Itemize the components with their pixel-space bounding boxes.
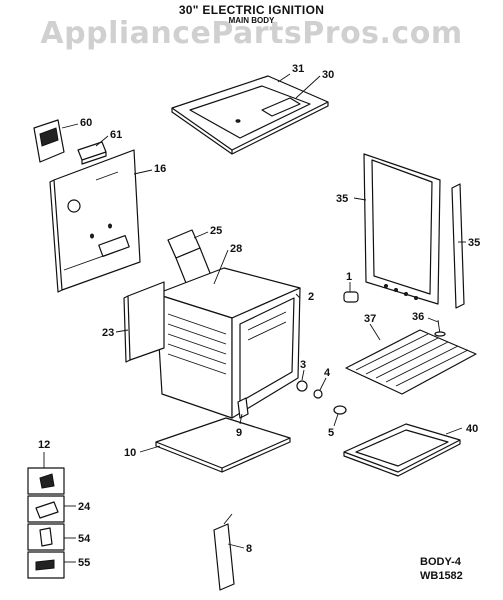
- part-24-box[interactable]: [27, 495, 65, 523]
- part-55-box[interactable]: [27, 551, 65, 579]
- part-35-door[interactable]: [363, 153, 441, 305]
- label-24: 24: [78, 501, 91, 513]
- part-9-clip[interactable]: [237, 397, 249, 419]
- label-28: 28: [230, 243, 242, 255]
- part-8-leveler[interactable]: [213, 513, 235, 591]
- part-2-oven-body[interactable]: [155, 267, 301, 419]
- part-54-box[interactable]: [27, 523, 65, 551]
- label-10: 10: [124, 447, 136, 459]
- part-1-knob[interactable]: [343, 291, 359, 303]
- part-61-block[interactable]: [77, 141, 107, 165]
- label-9: 9: [236, 427, 242, 439]
- part-40-broiler-pan[interactable]: [343, 423, 461, 477]
- label-54: 54: [78, 533, 91, 545]
- part-4-nut[interactable]: [313, 389, 323, 399]
- part-23-side-panel[interactable]: [123, 281, 165, 363]
- part-60-cover[interactable]: [33, 119, 65, 163]
- label-16: 16: [154, 163, 166, 175]
- label-1: 1: [346, 271, 352, 283]
- label-36: 36: [412, 311, 424, 323]
- part-16-back-panel[interactable]: [49, 149, 141, 293]
- leader-lines: [43, 73, 466, 563]
- label-23: 23: [102, 327, 114, 339]
- label-4: 4: [324, 367, 331, 379]
- label-37: 37: [364, 313, 376, 325]
- label-40: 40: [466, 423, 478, 435]
- part-31-cooktop[interactable]: [171, 75, 329, 155]
- label-55: 55: [78, 557, 90, 569]
- label-35b: 35: [468, 237, 480, 249]
- part-30-burner-plate[interactable]: [261, 97, 301, 117]
- part-12-box[interactable]: [27, 467, 65, 495]
- part-3-bushing[interactable]: [296, 380, 308, 392]
- diagram-reference: WB1582: [420, 570, 463, 582]
- label-61: 61: [110, 129, 122, 141]
- part-25-vent-duct[interactable]: [167, 229, 213, 289]
- label-8: 8: [246, 543, 252, 555]
- part-5-knob[interactable]: [333, 405, 347, 415]
- diagram-title: 30" ELECTRIC IGNITION: [178, 3, 325, 17]
- label-35a: 35: [336, 193, 348, 205]
- part-10-base[interactable]: [155, 417, 291, 473]
- label-2: 2: [308, 291, 314, 303]
- diagram-subtitle: MAIN BODY: [228, 16, 275, 25]
- label-30: 30: [322, 69, 334, 81]
- part-36-bolt[interactable]: [434, 319, 446, 337]
- label-5: 5: [328, 427, 334, 439]
- label-31: 31: [292, 63, 304, 75]
- label-12: 12: [38, 439, 50, 451]
- label-3: 3: [300, 359, 306, 371]
- part-35-gasket[interactable]: [451, 183, 465, 309]
- part-labels: 31 30 60 61 16 25 28 2 23 10 35 35 1 37 …: [38, 63, 480, 569]
- diagram-code: BODY-4: [420, 556, 461, 568]
- part-37-rack[interactable]: [345, 329, 477, 395]
- label-25: 25: [210, 225, 222, 237]
- label-60: 60: [80, 117, 92, 129]
